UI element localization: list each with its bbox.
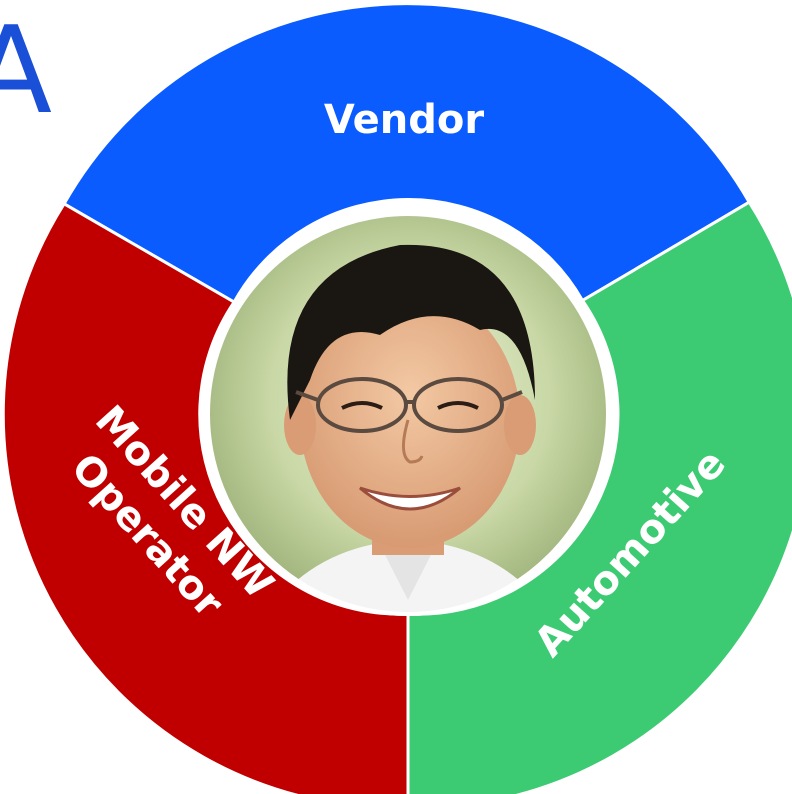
- segment-mobile-nw-operator: [1, 201, 410, 794]
- segment-automotive: [406, 200, 792, 794]
- label-vendor: Vendor: [324, 97, 484, 143]
- segment-vendor: [62, 2, 752, 305]
- corner-letter: A: [0, 2, 52, 141]
- portrait-photo: [206, 212, 610, 616]
